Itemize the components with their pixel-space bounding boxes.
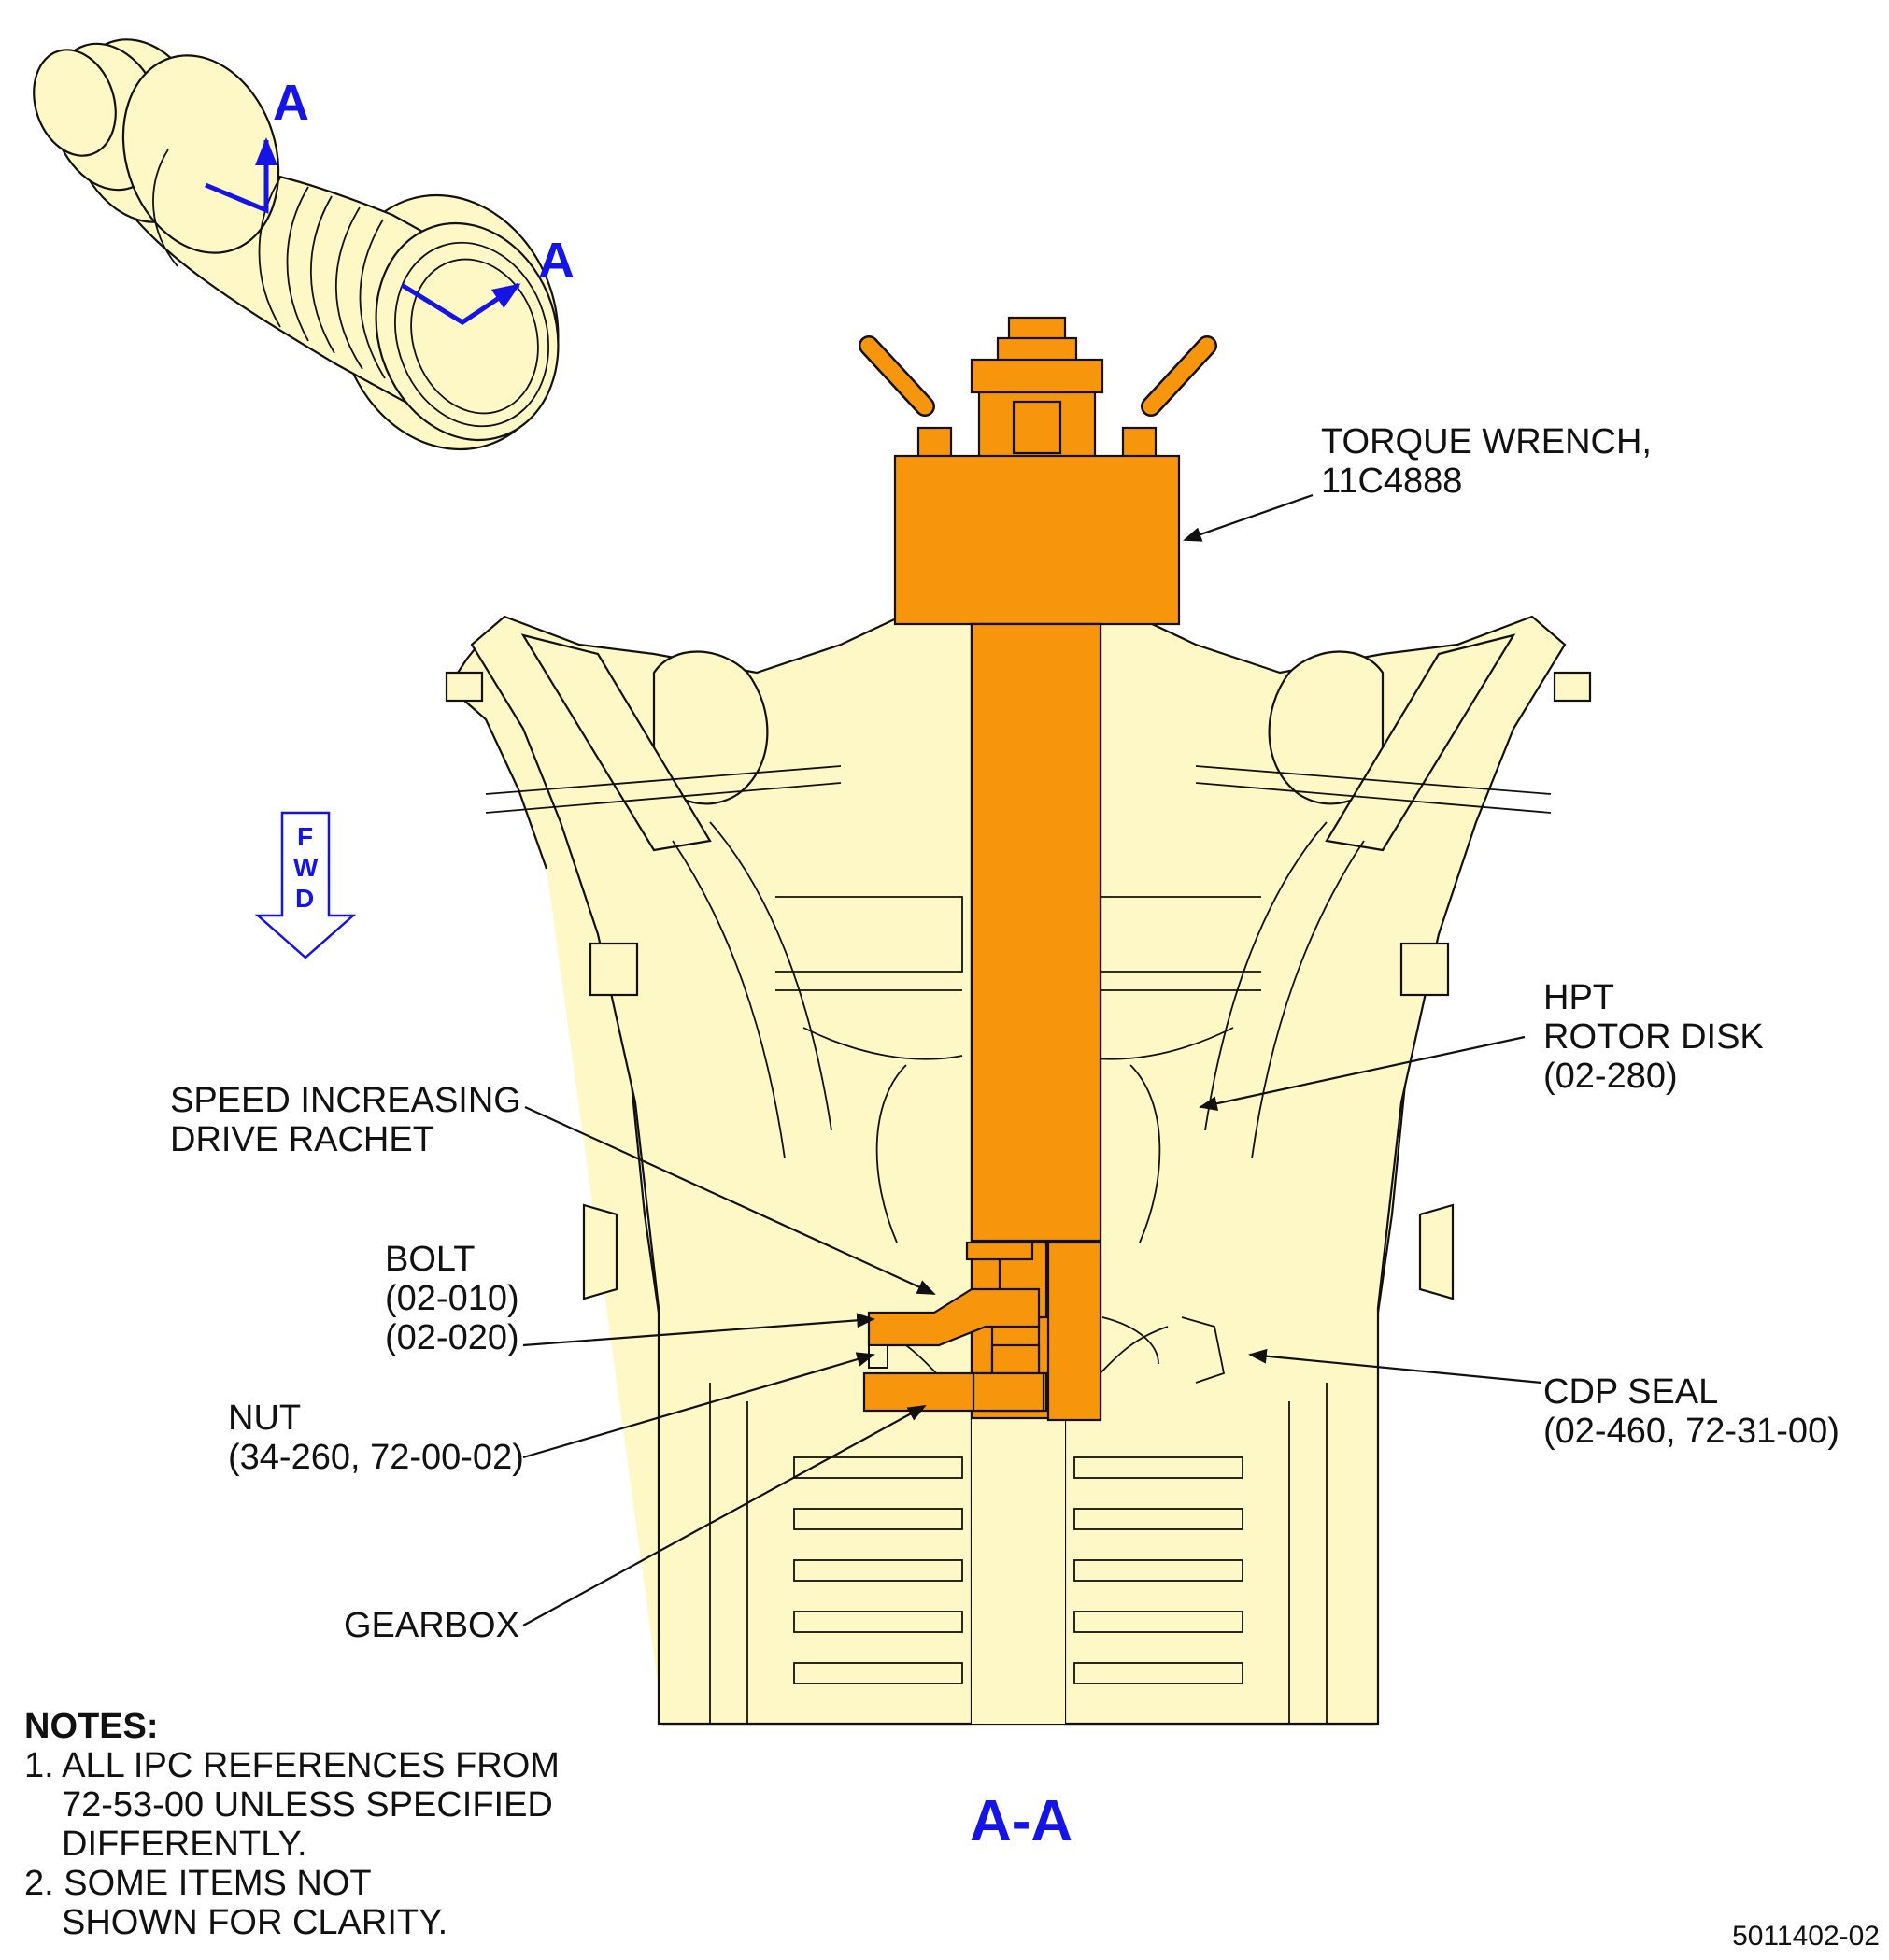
callout-bolt: BOLT (02-010) (02-020) <box>385 1240 519 1357</box>
note-line-2: 72-53-00 UNLESS SPECIFIED <box>62 1785 553 1825</box>
bolt-label-2: (02-010) <box>385 1279 519 1318</box>
notes-block: NOTES: 1. ALL IPC REFERENCES FROM 72-53-… <box>24 1707 560 1942</box>
hpt-label-3: (02-280) <box>1543 1057 1678 1096</box>
note-line-3: DIFFERENTLY. <box>62 1825 307 1864</box>
cdp-seal-label-1: CDP SEAL <box>1543 1372 1718 1412</box>
leader-lines <box>522 493 1542 1626</box>
section-marker-upper: A <box>273 75 309 131</box>
fwd-letter-w: W <box>293 853 319 882</box>
fwd-arrow <box>254 811 357 959</box>
torque-wrench-label-1: TORQUE WRENCH, <box>1321 422 1652 462</box>
callout-speed-increasing-drive: SPEED INCREASING DRIVE RACHET <box>170 1081 521 1159</box>
speed-drive-label-1: SPEED INCREASING <box>170 1081 521 1120</box>
cdp-seal-label-2: (02-460, 72-31-00) <box>1543 1412 1839 1451</box>
speed-drive-label-2: DRIVE RACHET <box>170 1120 434 1159</box>
bolt-label-1: BOLT <box>385 1240 475 1279</box>
bolt-label-3: (02-020) <box>385 1318 519 1357</box>
notes-heading: NOTES: <box>24 1707 159 1746</box>
hpt-label-1: HPT <box>1543 978 1614 1017</box>
note-line-5: SHOWN FOR CLARITY. <box>62 1903 447 1942</box>
note-line-1: 1. ALL IPC REFERENCES FROM <box>24 1746 560 1785</box>
hpt-label-2: ROTOR DISK <box>1543 1017 1764 1057</box>
section-title: A-A <box>970 1789 1072 1853</box>
torque-wrench-label-2: 11C4888 <box>1321 462 1462 501</box>
section-cut-arrows <box>205 137 521 325</box>
figure-id: 5011402-02 <box>1732 1921 1880 1952</box>
compressor-disks <box>709 1383 1328 1724</box>
callout-nut: NUT (34-260, 72-00-02) <box>228 1399 524 1477</box>
nut-label-2: (34-260, 72-00-02) <box>228 1438 524 1477</box>
callout-cdp-seal: CDP SEAL (02-460, 72-31-00) <box>1543 1372 1839 1451</box>
torque-wrench-head <box>893 454 1181 626</box>
note-line-4: 2. SOME ITEMS NOT <box>24 1864 372 1903</box>
speed-increasing-drive <box>867 1287 1041 1347</box>
nut-label-1: NUT <box>228 1399 301 1438</box>
engine-cross-section <box>445 577 1592 1726</box>
fwd-letter-d: D <box>295 884 314 913</box>
callout-gearbox: GEARBOX <box>344 1606 519 1645</box>
callout-hpt-rotor-disk: HPT ROTOR DISK (02-280) <box>1543 978 1764 1096</box>
torque-wrench-tool <box>859 316 1217 1422</box>
engine-iso-view <box>33 38 560 451</box>
gearbox-label: GEARBOX <box>344 1606 519 1645</box>
section-marker-lower: A <box>538 233 575 289</box>
fwd-letter-f: F <box>297 822 313 851</box>
callout-torque-wrench: TORQUE WRENCH, 11C4888 <box>1321 422 1652 501</box>
